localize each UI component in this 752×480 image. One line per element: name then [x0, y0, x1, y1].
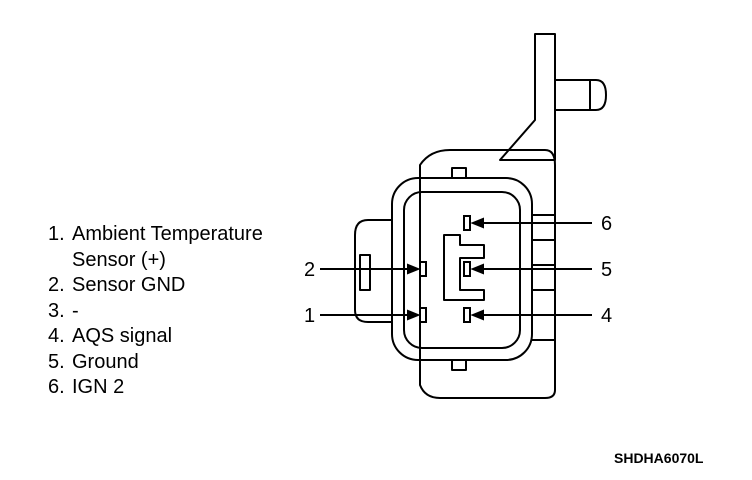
mounting-post [555, 79, 607, 111]
pin-label-6: 6 [601, 213, 613, 235]
legend-item-1-continued: Sensor (+) [72, 248, 166, 271]
arrowhead-6 [470, 217, 484, 229]
legend-item-5: 5.Ground [48, 350, 139, 373]
pin-legend: 1.Ambient Temperature Sensor (+) 2.Senso… [48, 222, 263, 401]
legend-item-4: 4.AQS signal [48, 325, 173, 347]
arrowhead-4 [470, 309, 484, 321]
figure-code: SHDHA6070L [614, 450, 704, 466]
leaders [320, 217, 592, 321]
terminal-1 [419, 307, 427, 323]
polarization-key [443, 234, 485, 301]
legend-item-3: 3.- [48, 299, 79, 322]
top-notch [451, 167, 467, 179]
terminal-5 [463, 261, 471, 277]
mounting-bracket [499, 33, 556, 161]
pin-label-4: 4 [601, 305, 613, 327]
terminals [419, 215, 471, 323]
terminal-2 [419, 261, 427, 277]
pin-label-1: 1 [304, 305, 316, 327]
legend-item-1: 1.Ambient Temperature [48, 223, 263, 245]
sensor-body [354, 33, 607, 399]
bottom-notch [451, 359, 467, 371]
arrowhead-1 [407, 309, 421, 321]
terminal-6 [463, 215, 471, 231]
arrowhead-2 [407, 263, 421, 275]
latch-tab [354, 219, 392, 323]
latch-notch [359, 254, 371, 291]
pin-label-5: 5 [601, 259, 613, 281]
terminal-4 [463, 307, 471, 323]
housing-outer [419, 149, 556, 399]
arrowhead-5 [470, 263, 484, 275]
pin-label-2: 2 [304, 259, 316, 281]
legend-item-6: 6.IGN 2 [48, 376, 125, 398]
legend-item-2: 2.Sensor GND [48, 274, 186, 296]
